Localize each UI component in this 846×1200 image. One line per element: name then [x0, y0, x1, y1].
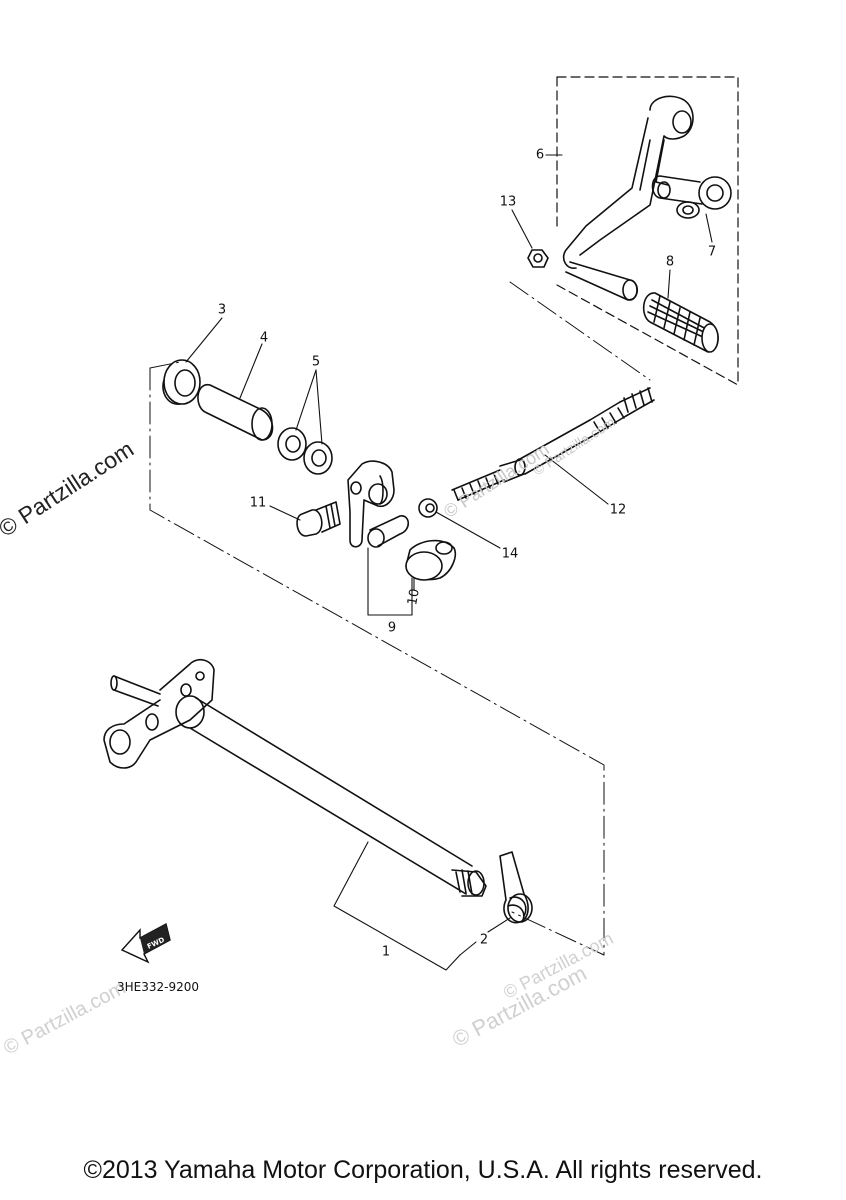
bearing-pair: [277, 427, 333, 475]
shift-shaft: [103, 658, 487, 897]
diagram-code: 3HE332-9200: [117, 980, 200, 994]
shift-pedal: [562, 95, 694, 301]
pedal-assembly-outline: [556, 76, 739, 386]
copyright-notice: ©2013 Yamaha Motor Corporation, U.S.A. A…: [83, 1156, 763, 1184]
bolt-11: [296, 501, 341, 537]
forward-arrow: FWD: [120, 922, 171, 964]
callout-12: 12: [609, 502, 627, 518]
pedal-rubber: [642, 292, 719, 353]
callout-14: 14: [501, 546, 519, 562]
callout-1: 1: [381, 944, 391, 960]
callout-10: 10: [405, 587, 423, 607]
callout-5: 5: [311, 354, 321, 370]
joint-10: [405, 539, 456, 581]
callout-13: 13: [499, 194, 517, 210]
callout-4: 4: [259, 330, 269, 346]
collar: [197, 384, 274, 441]
callout-11: 11: [249, 495, 267, 511]
rod-end: [651, 175, 732, 219]
callout-8: 8: [665, 254, 675, 270]
callout-2: 2: [479, 932, 489, 948]
leader-lines: [185, 154, 713, 971]
callout-6: 6: [535, 147, 545, 163]
callout-3: 3: [217, 302, 227, 318]
callout-7: 7: [707, 244, 717, 260]
oil-seal: [162, 359, 201, 405]
washer-14: [418, 498, 438, 518]
callout-9: 9: [387, 620, 397, 636]
shift-arm: [347, 460, 410, 548]
nut-13: [527, 249, 549, 268]
shift-rod: [451, 387, 655, 501]
assembly-boundary: [149, 281, 651, 956]
return-spring: [499, 851, 533, 924]
